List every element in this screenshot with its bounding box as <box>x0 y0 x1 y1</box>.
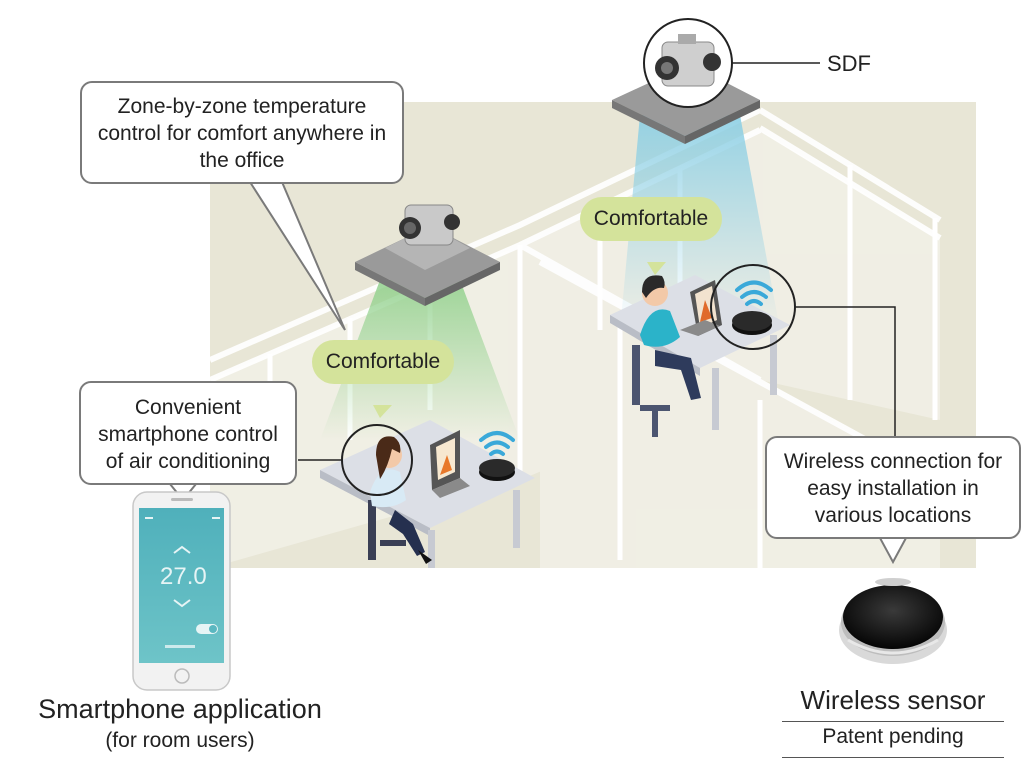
zone-control-callout: Zone-by-zone temperature control for com… <box>80 81 404 184</box>
person-right <box>632 275 701 437</box>
sdf-label: SDF <box>827 51 871 76</box>
sdf-unit-left <box>355 204 500 306</box>
desk-sensor-left <box>479 459 515 481</box>
laptop-left <box>430 430 470 498</box>
sensor-label-rule-bottom <box>782 757 1004 758</box>
patent-pending-label: Patent pending <box>822 725 964 748</box>
comfortable-bubble-right: Comfortable <box>580 197 722 241</box>
smartphone-control-callout: Convenient smartphone control of air con… <box>79 381 297 485</box>
zone-control-text: Zone-by-zone temperature control for com… <box>97 95 387 172</box>
wifi-icon-right <box>735 280 773 306</box>
sdf-magnifier <box>643 18 733 108</box>
wireless-connection-callout: Wireless connection for easy installatio… <box>765 436 1021 539</box>
wireless-sensor-device <box>839 578 947 664</box>
smartphone-app-label: Smartphone application <box>38 694 322 724</box>
wifi-icon-left <box>479 431 515 456</box>
sensor-leader-line <box>795 306 896 438</box>
comfortable-bubble-left: Comfortable <box>312 340 454 384</box>
sensor-label-rule-top <box>782 721 1004 722</box>
bubble-tail-right <box>647 262 666 275</box>
smartphone-control-text: Convenient smartphone control of air con… <box>98 396 278 473</box>
bubble-tail-left <box>373 405 392 418</box>
wireless-connection-text: Wireless connection for easy installatio… <box>783 450 1003 527</box>
smartphone-app-sublabel: (for room users) <box>105 729 255 752</box>
person-left <box>368 436 432 564</box>
comfortable-text-right: Comfortable <box>593 207 709 230</box>
phone-temperature: 27.0 <box>160 563 207 590</box>
smartphone <box>132 491 231 691</box>
comfortable-text-left: Comfortable <box>325 350 441 373</box>
wireless-sensor-label: Wireless sensor <box>800 685 986 715</box>
